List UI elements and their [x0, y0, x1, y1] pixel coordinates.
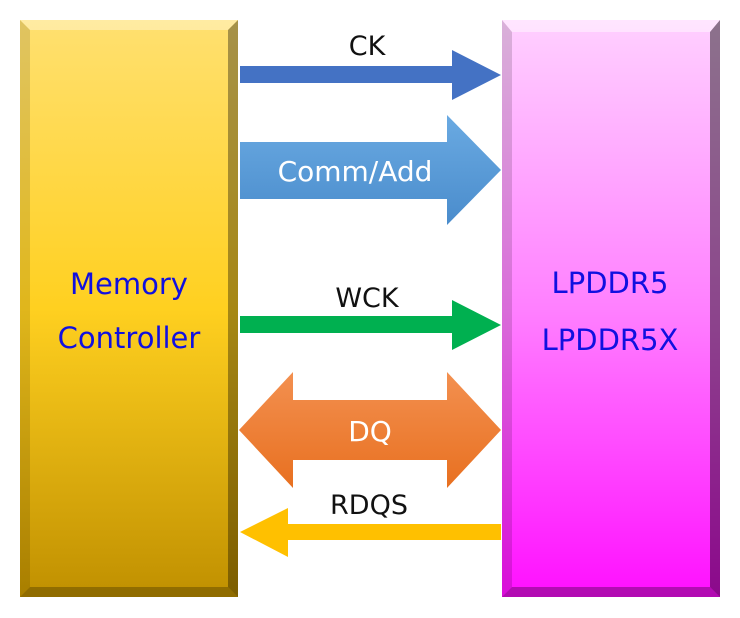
rdqs-signal: RDQS	[240, 490, 501, 557]
dq-double-arrow-icon	[239, 372, 501, 488]
dq-signal: DQ	[239, 372, 501, 488]
lpddr-block: LPDDR5 LPDDR5X	[502, 20, 720, 597]
rdqs-arrow-icon	[240, 508, 501, 557]
comm-add-arrow-icon	[240, 115, 501, 225]
lpddr5-label: LPDDR5	[552, 266, 669, 300]
ck-arrow-icon	[240, 50, 501, 100]
memory-controller-block: Memory Controller	[20, 20, 238, 597]
ck-signal: CK	[240, 31, 501, 100]
ck-label: CK	[349, 31, 387, 62]
comm-add-signal: Comm/Add	[240, 115, 501, 225]
lpddr5x-label: LPDDR5X	[542, 323, 679, 357]
wck-signal: WCK	[240, 283, 501, 350]
wck-label: WCK	[335, 283, 400, 314]
dq-label: DQ	[348, 415, 392, 448]
memory-controller-label-line2: Controller	[58, 321, 201, 355]
memory-controller-label-line1: Memory	[70, 267, 188, 301]
comm-add-label: Comm/Add	[278, 155, 433, 188]
wck-arrow-icon	[240, 300, 501, 350]
rdqs-label: RDQS	[330, 490, 408, 521]
